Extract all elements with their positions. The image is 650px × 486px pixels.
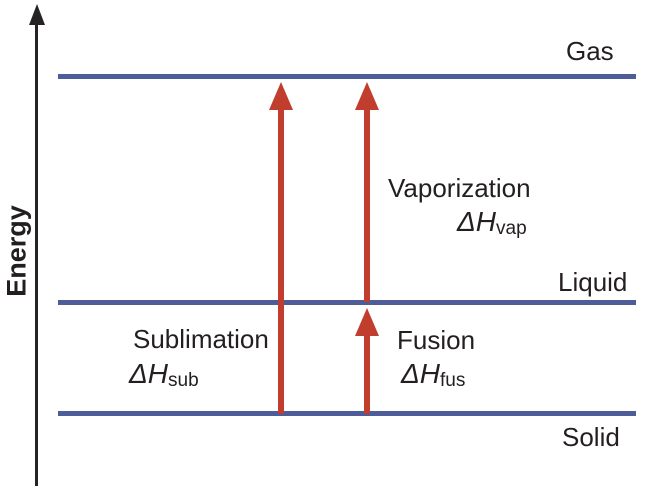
fusion-arrow (355, 308, 379, 414)
delta-h-symbol: ΔH (457, 206, 497, 237)
vaporization-enthalpy-label: ΔHvap (457, 205, 527, 239)
liquid-level-line (58, 300, 636, 305)
solid-level-line (58, 411, 636, 416)
sublimation-arrow (269, 82, 293, 414)
fusion-enthalpy-label: ΔHfus (401, 357, 465, 391)
gas-level-line (58, 74, 636, 79)
vaporization-label: Vaporization (388, 173, 531, 203)
energy-axis-arrowhead-icon (29, 4, 45, 25)
solid-label: Solid (562, 422, 620, 452)
sublimation-arrowhead-icon (269, 82, 293, 110)
delta-h-symbol: ΔH (129, 358, 169, 389)
fusion-arrow-shaft (364, 336, 370, 414)
fusion-arrowhead-icon (355, 308, 379, 336)
vaporization-arrow-shaft (364, 110, 370, 302)
energy-axis-line (35, 20, 38, 486)
enthalpy-subscript: vap (496, 218, 527, 240)
vaporization-arrowhead-icon (355, 82, 379, 110)
liquid-label: Liquid (558, 267, 628, 297)
gas-label: Gas (566, 36, 614, 66)
delta-h-symbol: ΔH (401, 358, 441, 389)
enthalpy-subscript: sub (168, 370, 199, 392)
sublimation-arrow-shaft (278, 110, 284, 414)
sublimation-label: Sublimation (133, 324, 269, 354)
sublimation-enthalpy-label: ΔHsub (129, 357, 199, 391)
energy-axis-label: Energy (1, 205, 32, 297)
fusion-label: Fusion (397, 325, 476, 355)
vaporization-arrow (355, 82, 379, 302)
enthalpy-subscript: fus (440, 370, 466, 392)
